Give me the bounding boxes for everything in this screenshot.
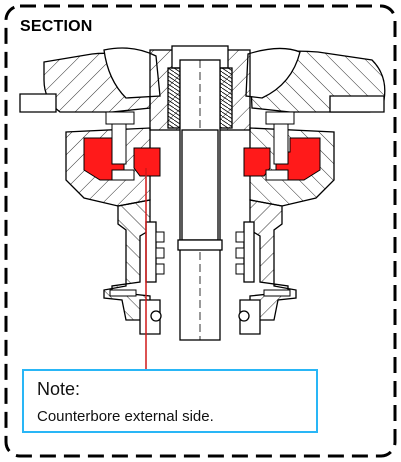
counterbore-highlight-right [243,111,321,181]
note-title: Note: [37,379,81,399]
section-title: SECTION [20,18,93,35]
dashed-border [4,4,397,458]
note-box: Note: Counterbore external side. [22,369,318,433]
clips [109,231,291,297]
note-text: Counterbore external side. [37,408,214,425]
cap-right [245,47,386,113]
central-stem [149,45,251,341]
counterbore-highlight-left [83,111,161,181]
cap-left [19,47,161,113]
